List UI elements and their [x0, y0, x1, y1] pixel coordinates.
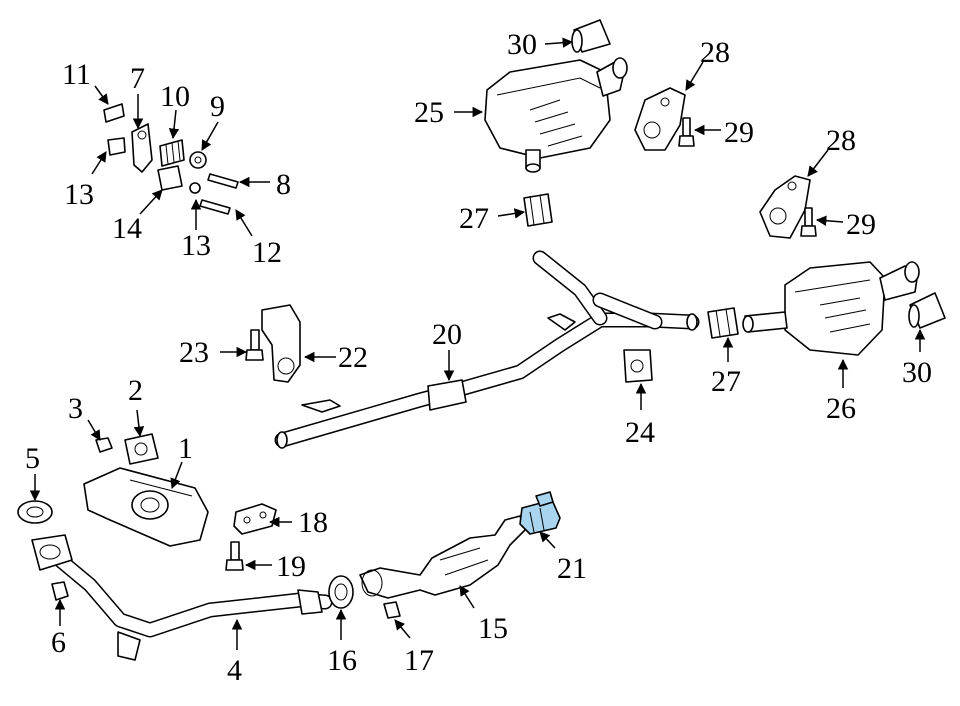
bolt-19 — [225, 541, 244, 571]
bracket-18 — [233, 503, 277, 535]
catalytic-converter-15 — [359, 515, 526, 599]
exhaust-tip-upper — [571, 19, 611, 53]
front-pipe-4 — [31, 534, 333, 661]
nut-17 — [383, 601, 401, 619]
clamp-27-right — [707, 307, 739, 339]
intermediate-pipe — [274, 250, 700, 449]
bolt-29-lower — [800, 207, 817, 237]
callout-18: 18 — [298, 506, 328, 539]
nut-3 — [95, 437, 113, 453]
callout-30-upper: 30 — [507, 28, 537, 61]
clamp-21-highlighted — [519, 491, 561, 535]
callout-19: 19 — [276, 550, 306, 583]
callout-28-upper: 28 — [700, 36, 730, 69]
rear-muffler — [742, 261, 920, 356]
callout-29-upper: 29 — [724, 116, 754, 149]
callout-27-upper: 27 — [459, 202, 489, 235]
callout-30-right: 30 — [902, 356, 932, 389]
callout-4: 4 — [227, 654, 242, 687]
callout-25: 25 — [414, 96, 444, 129]
callout-21: 21 — [557, 552, 587, 585]
callout-15: 15 — [478, 612, 508, 645]
catalytic-converter-1 — [83, 467, 209, 547]
callout-5: 5 — [25, 442, 40, 475]
gasket-16 — [328, 575, 354, 609]
callout-29-right: 29 — [846, 208, 876, 241]
callout-3: 3 — [68, 392, 83, 425]
nut-6 — [51, 581, 69, 601]
leader-lines — [29, 37, 926, 650]
callout-9: 9 — [210, 90, 225, 123]
callout-6: 6 — [51, 626, 66, 659]
callout-13-right: 13 — [181, 229, 211, 262]
callout-11: 11 — [62, 58, 91, 91]
muffler-bracket-upper — [634, 87, 686, 151]
clamp-27-upper — [523, 193, 553, 227]
callout-10: 10 — [160, 80, 190, 113]
rubber-hanger-24 — [623, 349, 653, 383]
callout-14: 14 — [112, 212, 142, 245]
muffler-bracket-lower — [759, 175, 811, 239]
front-muffler — [484, 57, 628, 173]
callout-16: 16 — [327, 644, 357, 677]
callout-24: 24 — [625, 416, 655, 449]
callout-20: 20 — [432, 318, 462, 351]
callout-23: 23 — [179, 336, 209, 369]
callout-27-right: 27 — [711, 365, 741, 398]
callout-1: 1 — [178, 432, 193, 465]
hardware-set — [103, 103, 239, 215]
bolt-23 — [245, 329, 264, 361]
callout-12: 12 — [252, 236, 282, 269]
bracket-22 — [261, 304, 301, 383]
callout-2: 2 — [128, 374, 143, 407]
callout-13-left: 13 — [64, 178, 94, 211]
callout-17: 17 — [404, 644, 434, 677]
callout-22: 22 — [338, 341, 368, 374]
callout-numbers: 1 2 3 4 5 6 7 8 9 10 11 12 13 13 14 15 1… — [25, 28, 932, 687]
callout-28-right: 28 — [826, 124, 856, 157]
callout-26: 26 — [826, 392, 856, 425]
exhaust-tip-right — [908, 292, 946, 329]
gasket-5 — [17, 500, 53, 524]
gasket-2 — [124, 433, 159, 465]
bolt-29-upper — [678, 117, 695, 147]
callout-8: 8 — [276, 168, 291, 201]
callout-7: 7 — [130, 62, 145, 95]
